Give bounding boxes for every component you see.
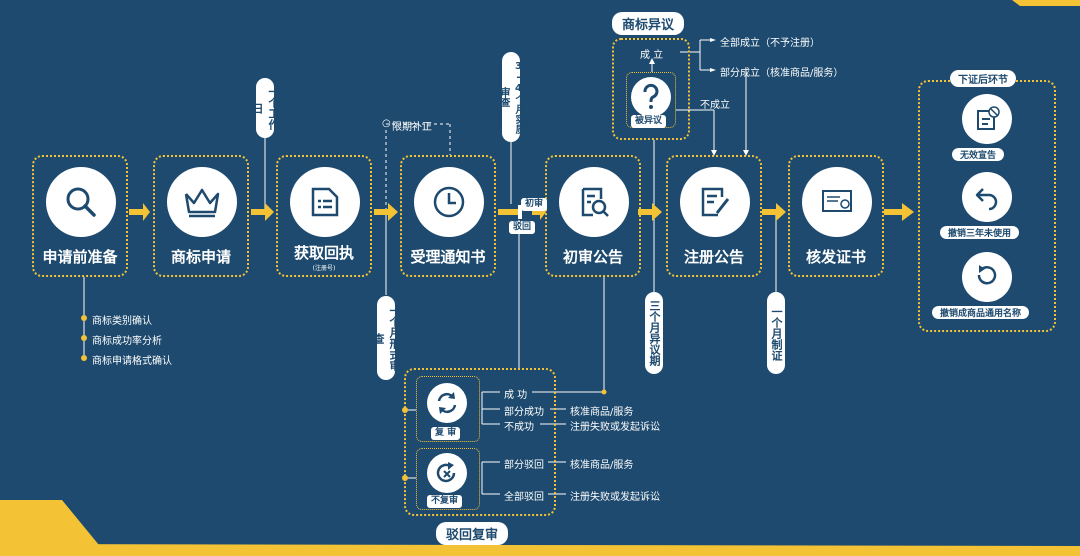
- review-approve-goods-2: 核准商品/服务: [570, 460, 634, 471]
- corner-decor-top-right: [1012, 0, 1080, 6]
- step-label: 核发证书: [794, 243, 878, 271]
- post-cert-title: 下证后环节: [950, 70, 1016, 87]
- step-circle: [559, 167, 629, 237]
- review-fail: 不成功: [504, 422, 534, 433]
- review-success: 成 功: [504, 390, 528, 401]
- prep-item: 商标类别确认: [92, 316, 152, 327]
- review-partial-success: 部分成功: [504, 407, 544, 418]
- objection-partial-success: 部分成立（核准商品/服务）: [720, 68, 844, 79]
- step-registration: 注册公告: [666, 155, 762, 277]
- step-receipt: 获取回执 (注册号): [276, 155, 372, 277]
- step-circle: [46, 167, 116, 237]
- crown-icon: [184, 188, 220, 218]
- review-register-fail: 注册失败或发起诉讼: [570, 422, 660, 433]
- review-title: 驳回复审: [436, 522, 509, 545]
- review-all-reject: 全部驳回: [504, 492, 544, 503]
- deadline-correction-label: 限期补正: [392, 122, 432, 133]
- deadline-circle-marker: ○: [382, 118, 391, 129]
- certificate-icon: [822, 190, 852, 212]
- review-approve-goods: 核准商品/服务: [570, 407, 634, 418]
- search-icon: [66, 187, 96, 217]
- duration-one-workday: 一个工作日: [251, 78, 280, 138]
- step-circle: [290, 167, 360, 237]
- no-review-node: 不复审: [416, 448, 480, 510]
- bottom-stripe: [0, 544, 1080, 556]
- step-prepare: 申请前准备: [32, 155, 128, 277]
- step-certificate: 核发证书: [788, 155, 884, 277]
- prep-item: 商标成功率分析: [92, 336, 162, 347]
- step-label: 申请前准备: [38, 243, 122, 271]
- undo-arrow-icon: [975, 188, 998, 211]
- review-circle: [427, 383, 467, 423]
- step-circle: [680, 167, 750, 237]
- objection-node-label: 被异议: [631, 115, 667, 128]
- duration-formal-exam: 一个月形式审查: [372, 296, 401, 380]
- step-apply: 商标申请: [153, 155, 249, 277]
- post-item-label: 撤销三年未使用: [940, 226, 1020, 239]
- refresh-icon: [977, 265, 997, 285]
- post-item-circle: [962, 172, 1012, 222]
- post-item-circle: [962, 252, 1012, 302]
- review-node: 复 审: [416, 376, 480, 442]
- review-partial-reject: 部分驳回: [504, 460, 544, 471]
- question-circle: [631, 77, 671, 117]
- objection-node: 被异议: [626, 72, 676, 128]
- review-doc-icon: [581, 187, 609, 217]
- step-label: 获取回执: [282, 241, 366, 269]
- objection-all-success: 全部成立（不予注册）: [720, 38, 820, 49]
- refresh-x-icon: [436, 462, 456, 483]
- clock-icon: [433, 186, 465, 218]
- objection-box: 成 立 被异议: [612, 38, 690, 140]
- step-label: 初审公告: [551, 243, 635, 271]
- step-label: 受理通知书: [406, 243, 490, 271]
- invalid-doc-icon: [977, 106, 1000, 130]
- step-label: 注册公告: [672, 243, 756, 271]
- branch-initial-tag: 初审: [521, 198, 548, 211]
- objection-title: 商标异议: [612, 12, 685, 35]
- post-item-label: 撤销成商品通用名称: [932, 306, 1030, 319]
- post-item-label: 无效宣告: [952, 148, 1005, 161]
- post-item-circle: [962, 94, 1012, 144]
- sync-icon: [437, 392, 457, 414]
- step-circle: [167, 167, 237, 237]
- step-sublabel: (注册号): [312, 265, 336, 272]
- objection-fail: 不成立: [700, 100, 730, 111]
- prep-item: 商标申请格式确认: [92, 356, 172, 367]
- review-register-fail-2: 注册失败或发起诉讼: [570, 492, 660, 503]
- step-circle: [802, 167, 872, 237]
- duration-objection-period: 三个月异议期: [645, 292, 663, 374]
- edit-doc-icon: [701, 187, 730, 217]
- no-review-circle: [427, 453, 467, 493]
- document-list-icon: [311, 187, 339, 217]
- step-circle: [414, 167, 484, 237]
- review-box: 复 审 不复审: [404, 368, 556, 516]
- branch-reject-tag: 驳回: [509, 221, 536, 234]
- duration-substantive-exam: 3-4个月实质审查: [498, 52, 524, 142]
- step-label: 商标申请: [159, 243, 243, 271]
- question-mark-icon: [643, 83, 659, 109]
- corner-decor-bottom-left: [0, 500, 108, 556]
- no-review-node-label: 不复审: [427, 495, 463, 508]
- review-node-label: 复 审: [431, 427, 461, 440]
- step-preliminary: 初审公告: [545, 155, 641, 277]
- step-notice: 受理通知书: [400, 155, 496, 277]
- duration-certificate-making: 一个月制证: [767, 292, 785, 374]
- objection-success-label: 成 立: [640, 50, 664, 61]
